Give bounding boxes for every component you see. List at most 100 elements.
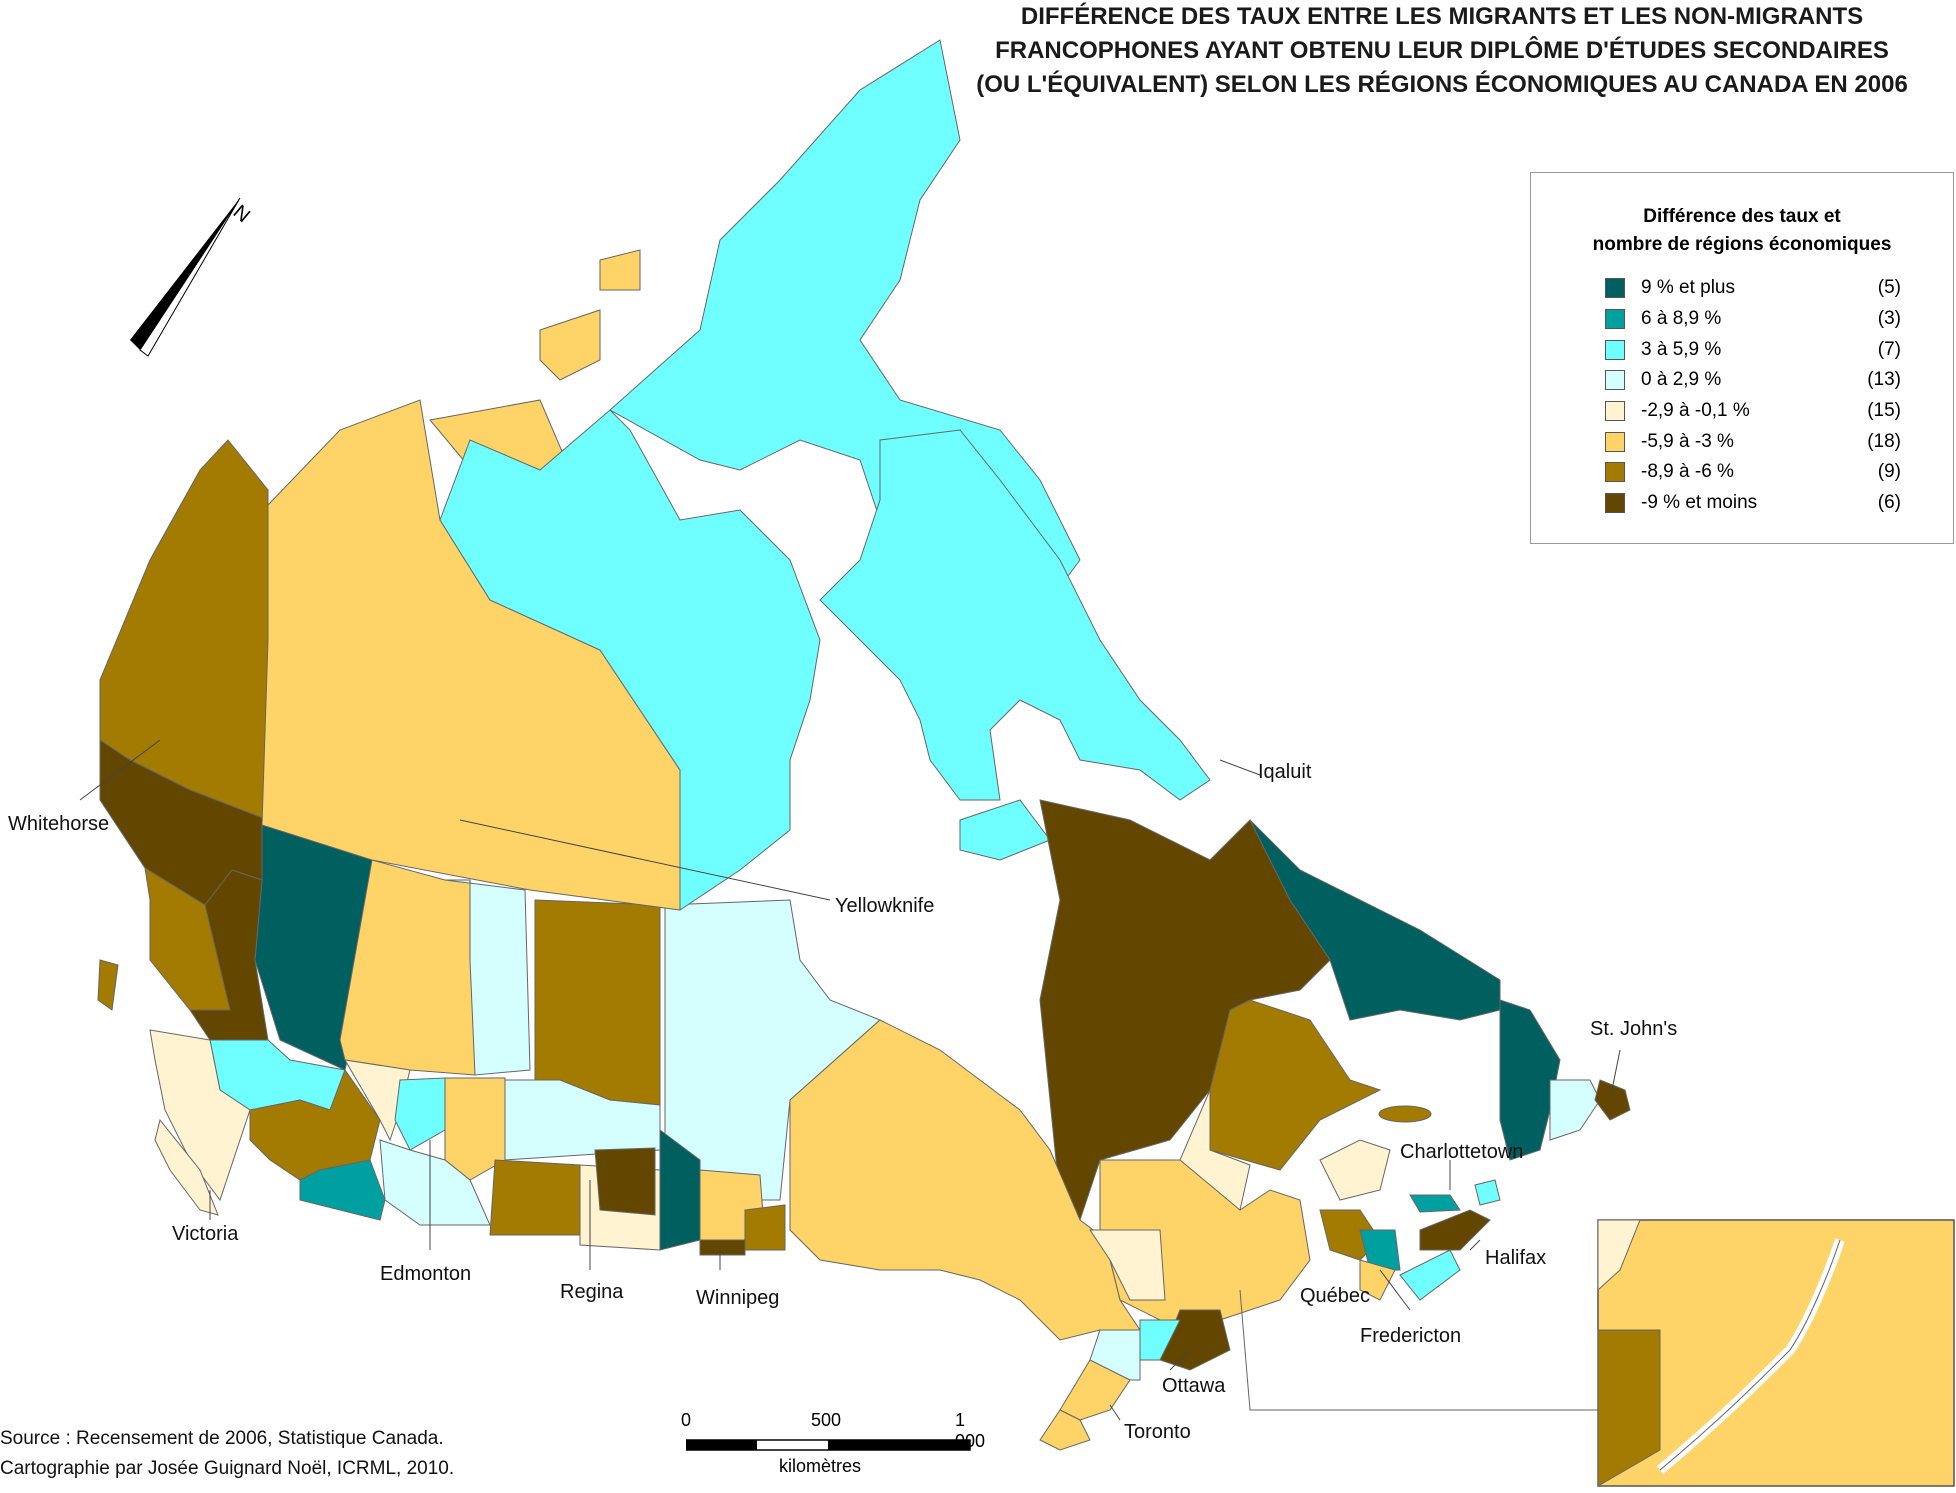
city-label-halifax: Halifax — [1485, 1247, 1546, 1269]
inset-map — [1597, 1219, 1955, 1487]
legend-title: Différence des taux et nombre de régions… — [1531, 203, 1953, 259]
legend-title-line2: nombre de régions économiques — [1592, 234, 1892, 255]
legend-items: 9 % et plus (5) 6 à 8,9 % (3) 3 à 5,9 % (7) 0 … — [1605, 273, 1901, 519]
credit-line: Cartographie par Josée Guignard Noël, IC… — [0, 1458, 455, 1479]
region-victoria-island — [539, 309, 601, 381]
legend-count: (9) — [1877, 461, 1901, 483]
scale-unit: kilomètres — [778, 1456, 862, 1476]
city-label-ottawa: Ottawa — [1162, 1375, 1226, 1397]
region-southampton-island — [959, 799, 1051, 861]
region-pei — [1409, 1194, 1461, 1213]
region-nunavut-mainland — [439, 409, 821, 911]
region-nb-central — [1359, 1229, 1401, 1271]
map-title: DIFFÉRENCE DES TAUX ENTRE LES MIGRANTS E… — [932, 0, 1952, 102]
city-label-iqaluit: Iqaluit — [1258, 761, 1312, 783]
city-label-yellowknife: Yellowknife — [835, 895, 934, 917]
region-newfoundland-avalon — [1594, 1079, 1631, 1121]
region-bc-coast — [149, 1029, 251, 1202]
legend-item: -8,9 à -6 % (9) — [1605, 457, 1901, 488]
city-label-fredericton: Fredericton — [1360, 1325, 1461, 1347]
region-arctic-islet — [599, 249, 641, 291]
region-alberta-east — [444, 1077, 506, 1181]
region-sask-central — [504, 1079, 661, 1161]
region-haida-gwaii — [97, 959, 119, 1011]
legend-item: 9 % et plus (5) — [1605, 273, 1901, 304]
legend-label: 9 % et plus — [1641, 277, 1735, 299]
region-alberta-west — [344, 1059, 411, 1142]
city-label-charlottetown: Charlottetown — [1400, 1141, 1523, 1163]
city-label-toronto: Toronto — [1124, 1421, 1191, 1443]
legend-item: -5,9 à -3 % (18) — [1605, 426, 1901, 457]
region-quebec-gaspesie — [1319, 1139, 1391, 1201]
legend-count: (15) — [1867, 400, 1901, 422]
north-arrow-label: N — [229, 201, 254, 227]
legend-count: (7) — [1877, 338, 1901, 360]
map-title-line: DIFFÉRENCE DES TAUX ENTRE LES MIGRANTS E… — [1020, 3, 1864, 30]
region-ns-north — [1419, 1209, 1491, 1251]
legend-label: -9 % et moins — [1641, 492, 1758, 514]
region-cape-breton — [1474, 1179, 1501, 1206]
region-newfoundland-west — [1499, 999, 1561, 1161]
legend-swatch — [1605, 339, 1625, 360]
legend-item: 3 à 5,9 % (7) — [1605, 334, 1901, 365]
scale-tick-0: 0 — [680, 1410, 692, 1430]
legend-count: (6) — [1877, 492, 1901, 514]
scale-bar: 0 500 1 000 kilomètres — [660, 1410, 990, 1480]
legend-label: -8,9 à -6 % — [1641, 461, 1734, 483]
legend-item: -9 % et moins (6) — [1605, 488, 1901, 519]
city-label-whitehorse: Whitehorse — [8, 813, 109, 835]
legend-label: 3 à 5,9 % — [1641, 338, 1722, 360]
scale-bar-graphic — [686, 1439, 971, 1451]
legend-count: (18) — [1867, 430, 1901, 452]
inset-leader-line — [1239, 1289, 1598, 1411]
region-manitoba-winnipeg — [699, 1239, 746, 1256]
city-label-quebec: Québec — [1300, 1285, 1370, 1307]
region-alberta-northeast — [444, 879, 531, 1076]
region-alberta-south — [379, 1139, 491, 1226]
north-arrow-icon: N — [130, 197, 254, 357]
legend-count: (5) — [1877, 277, 1901, 299]
scale-tick-500: 500 — [810, 1410, 842, 1430]
region-baffin-island — [819, 429, 1211, 801]
region-ontario-northeast — [1089, 1229, 1166, 1301]
region-sask-north — [534, 899, 661, 1106]
region-manitoba-southeast — [744, 1204, 786, 1251]
legend-swatch — [1605, 309, 1625, 330]
city-leader-lines — [79, 739, 1621, 1421]
legend-swatch — [1605, 493, 1625, 514]
source-note: Source : Recensement de 2006, Statistiqu… — [0, 1424, 454, 1484]
city-label-st-johns: St. John's — [1590, 1018, 1677, 1040]
legend-item: -2,9 à -0,1 % (15) — [1605, 396, 1901, 427]
legend-swatch — [1605, 370, 1625, 391]
city-label-winnipeg: Winnipeg — [696, 1287, 779, 1309]
legend-item: 0 à 2,9 % (13) — [1605, 365, 1901, 396]
legend-label: 0 à 2,9 % — [1641, 369, 1722, 391]
region-alberta-edmonton — [394, 1077, 446, 1151]
region-nb-south — [1359, 1259, 1396, 1301]
city-label-edmonton: Edmonton — [380, 1263, 471, 1285]
legend-swatch — [1605, 431, 1625, 452]
region-sask-east — [594, 1147, 656, 1216]
legend-label: -5,9 à -3 % — [1641, 430, 1734, 452]
map-title-line: (OU L'ÉQUIVALENT) SELON LES RÉGIONS ÉCON… — [976, 71, 1908, 98]
city-label-victoria: Victoria — [172, 1223, 239, 1245]
city-label-regina: Regina — [560, 1281, 624, 1303]
map-legend: Différence des taux et nombre de régions… — [1530, 172, 1954, 544]
region-bc-island — [154, 1118, 219, 1216]
region-sask-southwest — [489, 1159, 581, 1236]
legend-count: (3) — [1877, 308, 1901, 330]
legend-title-line1: Différence des taux et — [1643, 206, 1841, 227]
legend-count: (13) — [1867, 369, 1901, 391]
region-ontario-southwest — [1039, 1409, 1091, 1451]
map-title-line: FRANCOPHONES AYANT OBTENU LEUR DIPLÔME D… — [995, 37, 1889, 64]
source-line: Source : Recensement de 2006, Statistiqu… — [0, 1428, 444, 1449]
legend-item: 6 à 8,9 % (3) — [1605, 304, 1901, 335]
legend-label: -2,9 à -0,1 % — [1641, 400, 1750, 422]
legend-swatch — [1605, 278, 1625, 299]
legend-label: 6 à 8,9 % — [1641, 308, 1722, 330]
region-labrador — [1249, 819, 1501, 1021]
legend-swatch — [1605, 462, 1625, 483]
legend-swatch — [1605, 401, 1625, 422]
region-anticosti — [1378, 1105, 1432, 1123]
